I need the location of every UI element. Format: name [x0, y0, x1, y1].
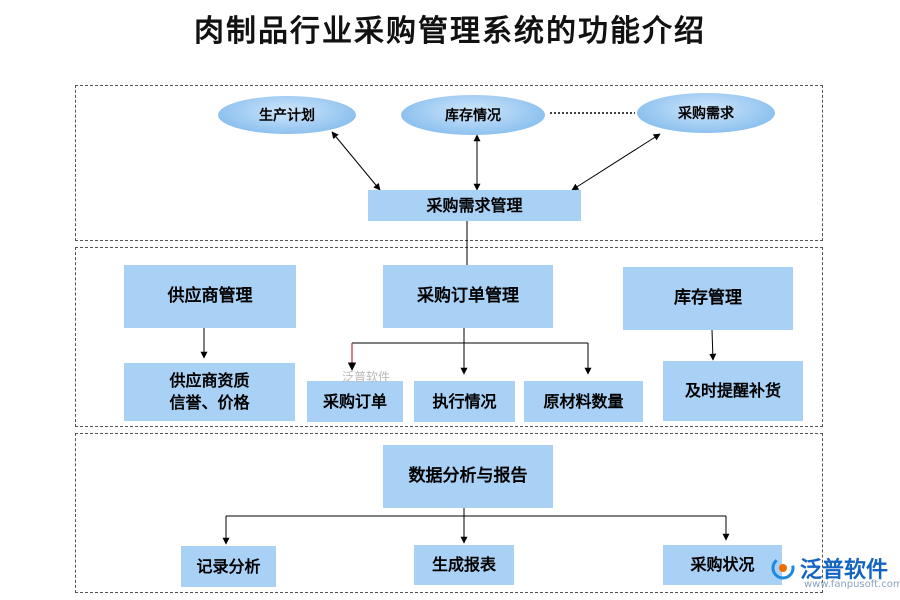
page-title: 肉制品行业采购管理系统的功能介绍 — [194, 14, 706, 49]
arrow-need-demand — [571, 133, 661, 191]
brand-swirl-icon — [771, 556, 795, 580]
box-demand-management: 采购需求管理 — [368, 190, 581, 221]
box-material-quantity: 原材料数量 — [524, 381, 643, 422]
box-purchase-status: 采购状况 — [663, 545, 782, 585]
box-replenish-reminder: 及时提醒补货 — [663, 361, 803, 421]
oval-inventory-status: 库存情况 — [401, 95, 545, 135]
box-data-analysis: 数据分析与报告 — [383, 445, 553, 508]
brand-url: www.fanpusoft.com — [804, 579, 900, 590]
arrow-plan-demand — [331, 131, 381, 191]
section-demand — [75, 85, 823, 241]
supplier-sub-line1: 供应商资质 — [169, 371, 250, 391]
box-purchase-order: 采购订单 — [307, 381, 403, 422]
box-execution-status: 执行情况 — [414, 381, 515, 422]
oval-purchase-demand: 采购需求 — [637, 93, 775, 133]
box-generate-report: 生成报表 — [414, 545, 514, 585]
box-order-management: 采购订单管理 — [383, 265, 553, 328]
box-record-analysis: 记录分析 — [181, 546, 276, 587]
supplier-sub-line2: 信誉、价格 — [169, 393, 250, 412]
arrow-inventory-sub — [709, 329, 717, 361]
brand-name: 泛普软件 — [800, 558, 889, 583]
section-analysis — [75, 433, 823, 593]
oval-production-plan: 生产计划 — [218, 96, 356, 134]
box-inventory-management: 库存管理 — [623, 267, 793, 330]
section-order — [75, 247, 823, 427]
box-supplier-management: 供应商管理 — [124, 265, 296, 328]
brand-logo: 泛普软件 — [770, 552, 888, 584]
watermark-small: 泛普软件 — [342, 370, 391, 384]
box-supplier-qualification: 供应商资质 信誉、价格 — [124, 363, 295, 421]
